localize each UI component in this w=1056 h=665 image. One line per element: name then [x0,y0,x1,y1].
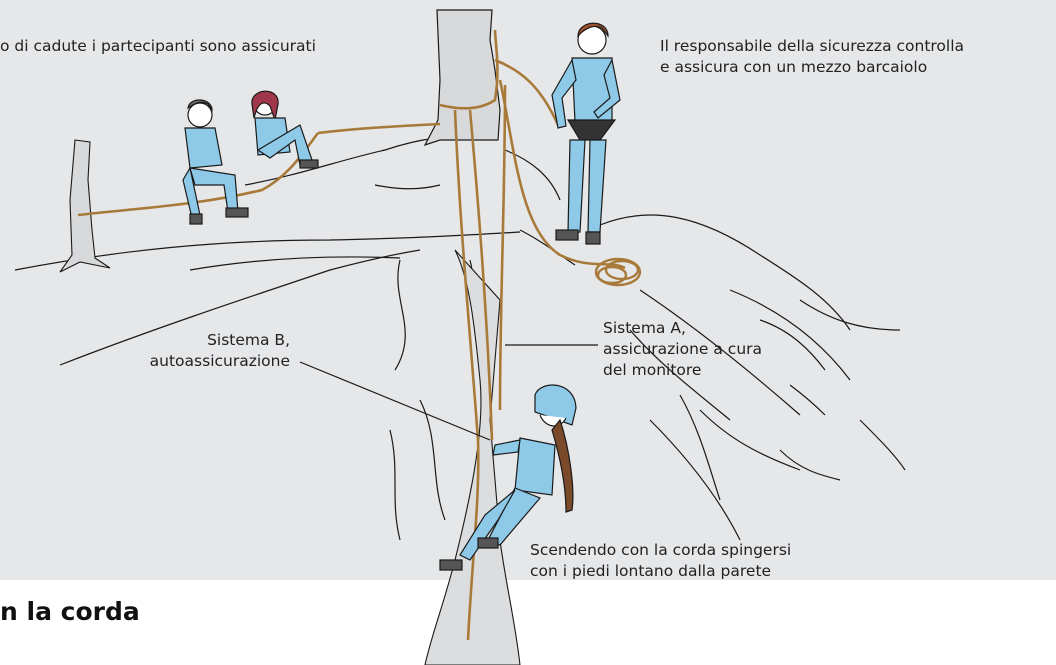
terrain-lines [14,137,906,541]
descending-tip-label: Scendendo con la corda spingersi con i p… [530,541,792,580]
participants-secured-label: o di cadute i partecipanti sono assicura… [0,37,316,55]
ropes [77,29,626,641]
person-icon [251,90,319,169]
section-heading: n la corda [0,597,140,626]
system-b-label: Sistema B, autoassicurazione [149,331,290,370]
person-icon [551,22,621,245]
safety-officer-label: Il responsabile della sicurezza controll… [660,37,965,76]
tree-icon [59,139,111,273]
climber-icon [439,384,577,571]
person-icon [182,99,249,225]
rope-coil-icon [594,257,642,287]
system-a-label: Sistema A, assicurazione a cura del moni… [603,319,763,379]
leader-lines [299,344,826,501]
